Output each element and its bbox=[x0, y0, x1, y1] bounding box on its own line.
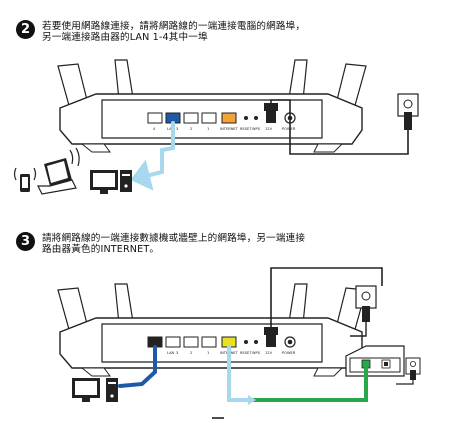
power-jack-inner bbox=[287, 339, 293, 345]
label-lan1: 1 bbox=[207, 351, 209, 355]
phone-icon bbox=[13, 167, 37, 192]
step-2-line-1: 若要使用網路線連接，請將網路線的一端連接電腦的網路埠， bbox=[42, 21, 306, 32]
lan-port-2 bbox=[183, 336, 199, 348]
label-power: POWER bbox=[282, 127, 296, 131]
power-switch bbox=[266, 111, 276, 123]
label-lan4: 4 bbox=[153, 127, 156, 131]
label-reset: RESET bbox=[240, 127, 252, 131]
step-2: 2 若要使用網路線連接，請將網路線的一端連接電腦的網路埠， 另一端連接路由器的L… bbox=[16, 20, 446, 52]
power-plug-head bbox=[264, 327, 278, 335]
router-step-3: 4 LAN 3 2 1 INTERNET RESET WPS 12V POWER bbox=[57, 283, 367, 377]
lan-cable-step-2 bbox=[130, 121, 175, 191]
router-foot-right bbox=[313, 143, 344, 153]
router-foot-right bbox=[313, 367, 344, 377]
modem-icon bbox=[345, 345, 405, 377]
wan-cable-light-segment bbox=[227, 345, 254, 402]
lan-port-3 bbox=[165, 336, 181, 348]
power-cable-step-3 bbox=[270, 267, 383, 327]
label-lan: LAN bbox=[167, 351, 175, 355]
label-power: POWER bbox=[282, 351, 296, 355]
lan-cable-step-3 bbox=[118, 345, 157, 388]
wan-cable-arrow bbox=[248, 395, 256, 405]
power-switch bbox=[266, 335, 276, 347]
lan-port-2 bbox=[183, 112, 199, 124]
label-lan2: 2 bbox=[190, 127, 192, 131]
label-wps: WPS bbox=[252, 127, 261, 131]
wps-button bbox=[254, 340, 258, 344]
desktop-computer-icon bbox=[90, 170, 132, 194]
label-wps: WPS bbox=[252, 351, 261, 355]
label-lan1: 1 bbox=[207, 127, 209, 131]
power-cable-step-2 bbox=[270, 99, 409, 155]
wps-button bbox=[254, 116, 258, 120]
step-instruction: 請將網路線的一端連接數據機或牆壁上的網路埠，另一端連接 路由器黃色的INTERN… bbox=[42, 233, 305, 256]
label-internet: INTERNET bbox=[220, 127, 239, 131]
step-number: 3 bbox=[16, 232, 35, 251]
reset-button bbox=[244, 116, 248, 120]
step-3-line-2: 路由器黃色的INTERNET。 bbox=[42, 244, 160, 256]
wan-cable-green-segment bbox=[250, 366, 368, 402]
desktop-computer-icon bbox=[72, 378, 118, 402]
step-3-line-1: 請將網路線的一端連接數據機或牆壁上的網路埠，另一端連接 bbox=[42, 233, 306, 244]
lan-port-1 bbox=[201, 112, 217, 124]
label-power-in: 12V bbox=[265, 127, 273, 131]
label-reset: RESET bbox=[240, 351, 252, 355]
reset-button bbox=[244, 340, 248, 344]
label-lan: LAN bbox=[167, 127, 175, 131]
step-3: 3 請將網路線的一端連接數據機或牆壁上的網路埠，另一端連接 路由器黃色的INTE… bbox=[16, 232, 446, 264]
step-2-line-2: 另一端連接路由器的LAN 1-4其中一埠 bbox=[42, 32, 208, 44]
router-foot-left bbox=[80, 367, 111, 377]
laptop-icon bbox=[37, 147, 80, 195]
router-foot-left bbox=[80, 143, 111, 153]
power-plug-head bbox=[264, 103, 278, 111]
label-power-in: 12V bbox=[265, 351, 273, 355]
label-lan3: 3 bbox=[176, 127, 178, 131]
label-lan2: 2 bbox=[190, 351, 192, 355]
label-lan3: 3 bbox=[176, 351, 178, 355]
step-number: 2 bbox=[16, 20, 35, 39]
lan-port-1 bbox=[201, 336, 217, 348]
internet-port bbox=[221, 112, 237, 124]
router-step-2: 4 LAN 3 2 1 INTERNET RESET WPS 12V POWER bbox=[57, 59, 367, 153]
modem-wall-outlet bbox=[396, 357, 421, 385]
step-instruction: 若要使用網路線連接，請將網路線的一端連接電腦的網路埠， 另一端連接路由器的LAN… bbox=[42, 21, 305, 44]
wall-outlet-step-2 bbox=[397, 93, 419, 130]
wall-outlet-step-3 bbox=[350, 285, 377, 337]
lan-port-4 bbox=[147, 112, 163, 124]
